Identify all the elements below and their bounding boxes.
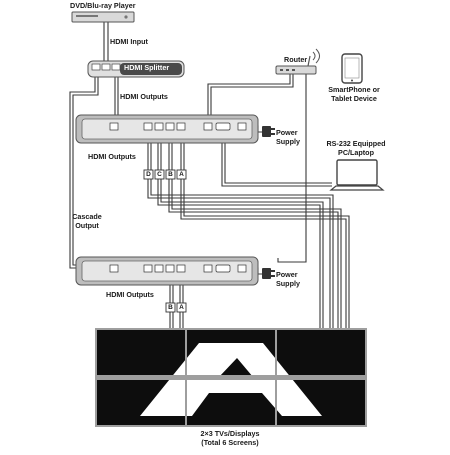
power-supply-2-label: Power Supply: [276, 270, 300, 288]
port-letters-unit-1: [143, 169, 187, 180]
power-supply-2-line1: Power: [276, 270, 298, 279]
tablet-device: [341, 53, 363, 84]
unit2-port-b-label: B: [168, 304, 173, 311]
router-to-unit1-cable-2: [210, 74, 294, 118]
cascade-cable: [69, 76, 113, 269]
cascade-output-label: Cascade Output: [64, 212, 110, 230]
smartphone-label: SmartPhone or Tablet Device: [322, 85, 386, 103]
port-d-label: D: [146, 171, 151, 178]
rs232-label: RS-232 Equipped PC/Laptop: [316, 139, 396, 157]
displays-label-line2: (Total 6 Screens): [201, 437, 259, 447]
smartphone-label-line2: Tablet Device: [331, 93, 377, 103]
output-b-cable-2: [171, 143, 342, 330]
dvd-player-label: DVD/Blu-ray Player: [70, 1, 136, 10]
unit1-outputs-label: HDMI Outputs: [88, 152, 136, 161]
rs232-label-line1: RS-232 Equipped: [326, 139, 386, 148]
output-a-cable: [180, 143, 347, 330]
hdmi-splitter: [87, 60, 185, 78]
screen-3: [277, 330, 365, 375]
cascade-output-line2: Output: [75, 220, 99, 230]
power-supply-2-line2: Supply: [276, 278, 300, 288]
screen-1: [97, 330, 185, 375]
output-d-cable-2: [150, 143, 334, 330]
power-supply-1-label: Power Supply: [276, 128, 300, 146]
router-label: Router: [284, 55, 308, 64]
matrix-unit-1: [75, 114, 259, 144]
unit2-port-a-label: A: [179, 304, 184, 311]
output-a-cable-2: [183, 143, 350, 330]
displays-label-line1: 2×3 TVs/Displays: [200, 429, 260, 438]
rs232-cable-2: [224, 143, 332, 184]
smartphone-label-line1: SmartPhone or: [328, 85, 380, 94]
port-a-label: A: [179, 171, 184, 178]
displays-label: 2×3 TVs/Displays (Total 6 Screens): [180, 429, 280, 447]
router: [275, 48, 320, 75]
logo-graphic: [97, 330, 365, 425]
port-letters-unit-2: [165, 302, 187, 313]
dvd-player: [71, 11, 135, 23]
router-to-unit2-cable: [277, 74, 307, 263]
hdmi-input-label: HDMI Input: [110, 37, 148, 46]
rs232-cable: [221, 143, 332, 187]
unit2-outputs-label: HDMI Outputs: [106, 290, 154, 299]
cascade-cable-2: [72, 76, 116, 266]
laptop: [329, 159, 385, 191]
power-supply-1: [262, 126, 275, 137]
power-supply-1-line2: Supply: [276, 136, 300, 146]
port-b-label: B: [168, 171, 173, 178]
splitter-label: HDMI Splitter: [124, 63, 170, 72]
rs232-label-line2: PC/Laptop: [338, 147, 374, 157]
cascade-output-line1: Cascade: [72, 212, 102, 221]
power-supply-2: [262, 268, 275, 279]
matrix-unit-2: [75, 256, 259, 286]
output-b-cable: [168, 143, 339, 330]
splitter-outputs-label: HDMI Outputs: [120, 92, 168, 101]
power-supply-1-line1: Power: [276, 128, 298, 137]
video-wall: [95, 328, 367, 427]
router-to-unit1-cable: [207, 74, 291, 118]
port-c-label: C: [157, 171, 162, 178]
